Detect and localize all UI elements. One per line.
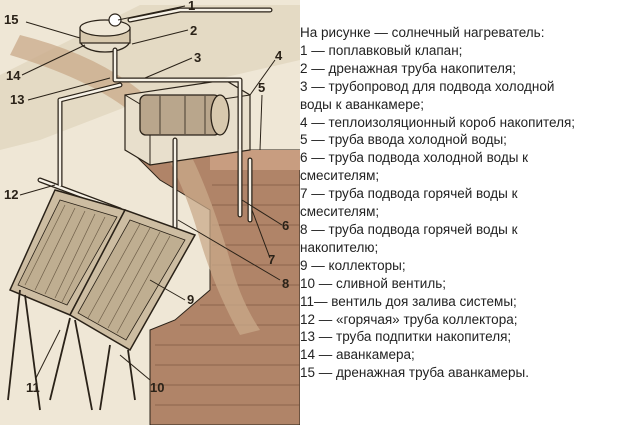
legend-line: 11— вентиль доя залива системы; bbox=[300, 293, 517, 309]
solar-heater-illustration: 1 2 3 4 5 6 7 8 9 10 11 12 13 14 15 bbox=[0, 0, 300, 425]
legend-lines: 1 — поплавковый клапан; 2 — дренажная тру… bbox=[300, 42, 636, 382]
legend-line: 12 — «горячая» труба коллектора; bbox=[300, 311, 518, 327]
callout-10: 10 bbox=[150, 380, 164, 395]
callout-1: 1 bbox=[188, 0, 195, 13]
callout-3: 3 bbox=[194, 50, 201, 65]
callout-11: 11 bbox=[26, 380, 40, 395]
legend-line: 10 — сливной вентиль; bbox=[300, 275, 446, 291]
callout-14: 14 bbox=[6, 68, 21, 83]
legend-line: 5 — труба ввода холодной воды; bbox=[300, 132, 507, 148]
legend-line: 14 — аванкамера; bbox=[300, 347, 415, 363]
legend: На рисунке — солнечный нагреватель: 1 — … bbox=[300, 24, 636, 382]
legend-line: 15 — дренажная труба аванкамеры. bbox=[300, 365, 530, 381]
leader-lines bbox=[19, 5, 283, 381]
legend-title: На рисунке — солнечный нагреватель: bbox=[300, 25, 545, 40]
legend-line: 4 — теплоизоляционный короб накопителя; bbox=[300, 114, 576, 130]
legend-line: накопителю; bbox=[300, 239, 379, 255]
legend-line: смесителям; bbox=[300, 168, 380, 184]
pre-chamber bbox=[79, 13, 131, 53]
float-valve bbox=[108, 13, 122, 27]
callout-13: 13 bbox=[10, 92, 24, 107]
callout-2: 2 bbox=[190, 23, 197, 38]
legend-line: 13 — труба подпитки накопителя; bbox=[300, 329, 512, 345]
collectors bbox=[8, 189, 197, 352]
callout-4: 4 bbox=[275, 48, 283, 63]
callout-7: 7 bbox=[268, 252, 275, 267]
legend-line: 2 — дренажная труба накопителя; bbox=[300, 60, 516, 76]
callout-15: 15 bbox=[4, 12, 18, 27]
legend-line: 8 — труба подвода горячей воды к bbox=[300, 221, 518, 237]
callout-12: 12 bbox=[4, 187, 18, 202]
legend-line: смесителям; bbox=[300, 204, 380, 220]
legend-line: 7 — труба подвода горячей воды к bbox=[300, 186, 518, 202]
callout-9: 9 bbox=[187, 292, 194, 307]
legend-line: 6 — труба подвода холодной воды к bbox=[300, 150, 529, 166]
legend-line: 3 — трубопровод для подвода холодной bbox=[300, 78, 555, 94]
legend-line: воды к аванкамере; bbox=[300, 96, 424, 112]
collector-legs bbox=[7, 289, 136, 411]
storage-tank bbox=[139, 94, 230, 136]
callout-6: 6 bbox=[282, 218, 289, 233]
legend-line: 9 — коллекторы; bbox=[300, 257, 406, 273]
callout-5: 5 bbox=[258, 80, 265, 95]
callout-8: 8 bbox=[282, 276, 289, 291]
legend-line: 1 — поплавковый клапан; bbox=[300, 42, 463, 58]
